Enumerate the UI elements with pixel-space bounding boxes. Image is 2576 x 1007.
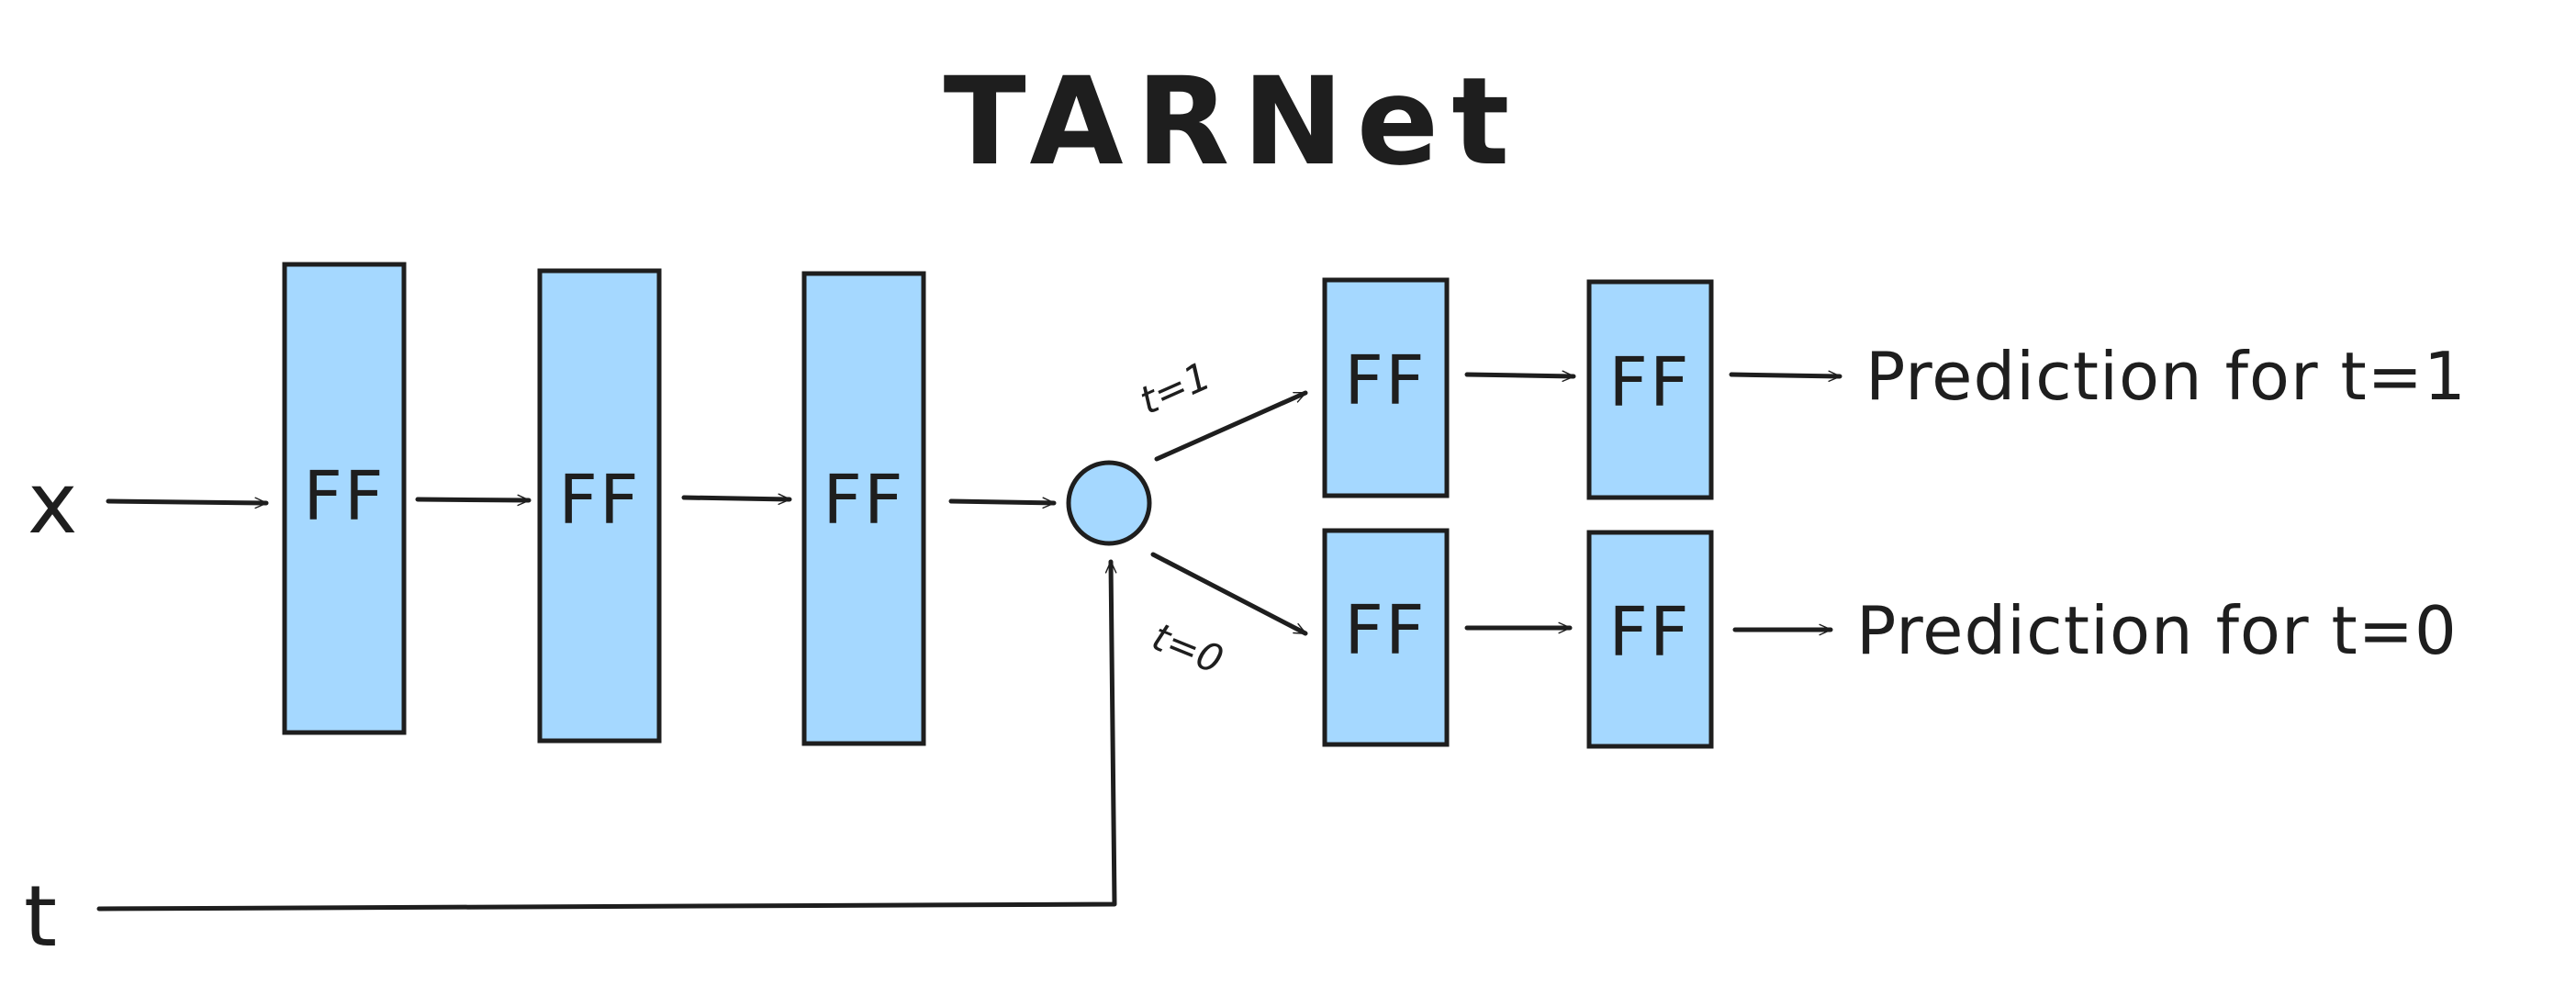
- branch-label-t1: t=1: [1133, 352, 1217, 423]
- head-t0-ff-block-2: FF: [1586, 530, 1714, 749]
- head-t0-ff-block-2-label: FF: [1608, 593, 1690, 672]
- head-t1-ff-block-2-label: FF: [1608, 343, 1690, 422]
- head-t0-ff-block-1-label: FF: [1344, 591, 1426, 670]
- shared-ff-block-2-label: FF: [558, 461, 640, 540]
- arrow-node-to-head-t1: [1154, 390, 1308, 462]
- arrow-x-to-ff1: [106, 497, 269, 509]
- head-t1-ff-block-1: FF: [1322, 277, 1450, 498]
- input-x-label: x: [28, 454, 77, 553]
- branch-label-t0: t=0: [1146, 614, 1229, 683]
- arrow-ff1-to-ff2: [415, 494, 532, 507]
- head-t1-ff-block-2: FF: [1586, 279, 1714, 500]
- head-t0-ff-block-1: FF: [1322, 528, 1450, 747]
- head-t1-ff-block-1-label: FF: [1344, 341, 1426, 420]
- shared-ff-block-2: FF: [537, 268, 662, 744]
- shared-ff-block-3: FF: [801, 271, 926, 746]
- shared-ff-block-1-label: FF: [303, 457, 385, 536]
- arrow-node-to-head-t0: [1150, 552, 1308, 636]
- arrow-t-to-node: [96, 559, 1117, 912]
- arrow-ff2-to-ff3: [681, 493, 792, 506]
- concat-node: [1066, 460, 1152, 546]
- input-t-label: t: [24, 867, 57, 966]
- shared-ff-block-1: FF: [282, 262, 407, 735]
- shared-ff-block-3-label: FF: [823, 461, 904, 540]
- output-label-t0: Prediction for t=0: [1856, 592, 2458, 669]
- diagram-title: TARNet: [944, 51, 1523, 193]
- arrow-head-t1-to-output: [1729, 370, 1842, 383]
- arrow-head-t1-ff1-to-ff2: [1464, 370, 1576, 383]
- arrow-ff3-to-node: [948, 497, 1057, 509]
- output-label-t1: Prediction for t=1: [1865, 338, 2467, 415]
